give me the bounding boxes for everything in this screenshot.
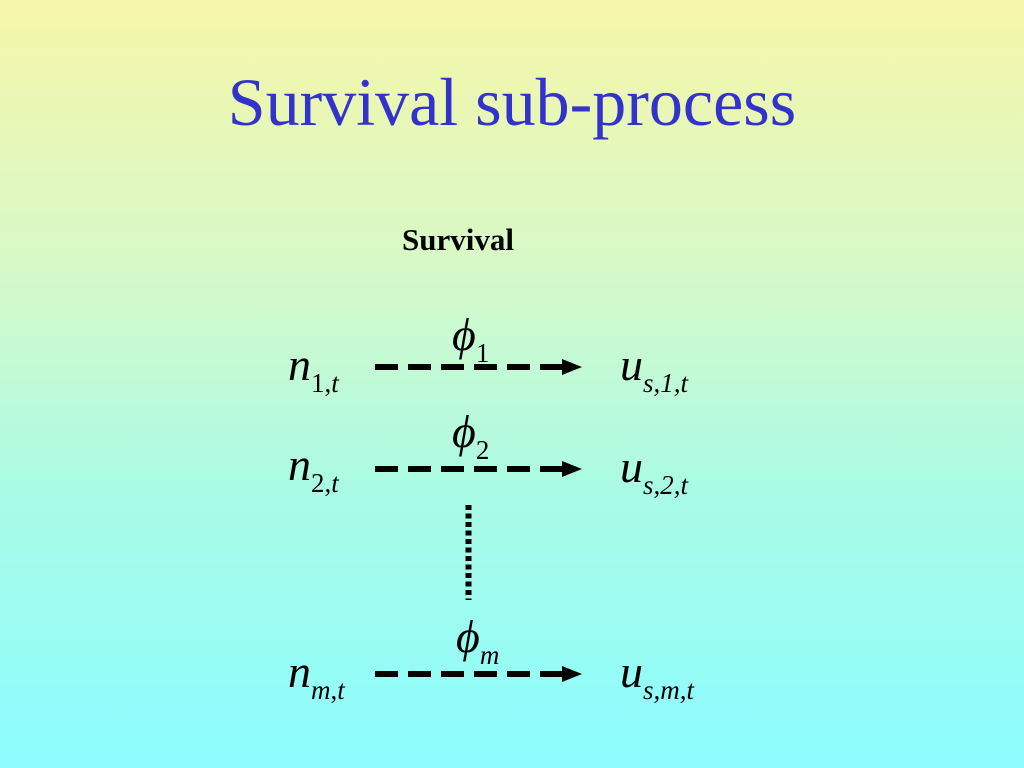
- n-label-1: n1,t: [288, 339, 339, 399]
- n-label-2: n2,t: [288, 439, 339, 499]
- n-label-m: nm,t: [288, 646, 345, 706]
- u-label-1: us,1,t: [620, 339, 689, 399]
- diagram-subheading: Survival: [402, 222, 514, 257]
- phi-label-m: ϕm: [456, 611, 500, 671]
- dashed-arrow-2: [375, 461, 582, 477]
- dashed-arrow-m: [375, 666, 582, 682]
- u-label-m: us,m,t: [620, 646, 695, 706]
- u-label-2: us,2,t: [620, 441, 689, 501]
- phi-label-2: ϕ2: [452, 406, 490, 466]
- dashed-arrow-1: [375, 359, 582, 375]
- phi-label-1: ϕ1: [452, 309, 490, 369]
- slide-title: Survival sub-process: [227, 64, 797, 140]
- vertical-dotted-line: [465, 505, 472, 600]
